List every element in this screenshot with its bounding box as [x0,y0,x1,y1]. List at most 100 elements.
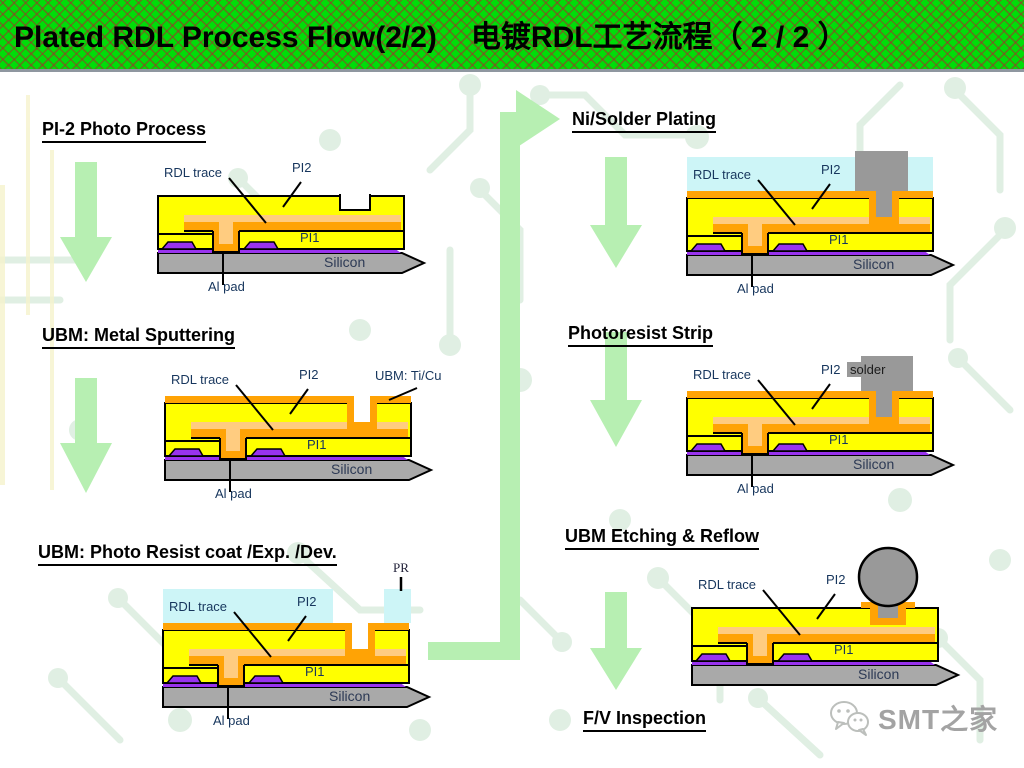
ubm-layer [687,391,933,398]
step-heading-photoresist-coat: UBM: Photo Resist coat /Exp. /Dev. [38,542,337,566]
ubm-layer [163,623,409,630]
rdl-via-outline [212,231,240,253]
silicon-layer [162,686,432,708]
rdl-via-dip-inner [224,656,238,678]
arrow-down-left-1 [60,162,112,282]
rdl-trace-layer [713,424,930,432]
watermark: SMT之家 [828,698,998,738]
photoresist-right [908,157,933,191]
cross-section-pr-coat [162,577,432,719]
cross-section-pr-strip [686,356,956,487]
label-rdl-trace: RDL trace [169,599,228,614]
label-silicon: Silicon [331,461,373,477]
rdl-trace-layer [189,656,406,664]
label-rdl-trace: RDL trace [698,577,757,592]
rdl-trace-top [184,215,401,222]
watermark-text: SMT之家 [878,704,999,735]
photoresist-right [384,589,411,623]
al-pad-mid [242,241,280,250]
arrow-elbow-head [516,90,560,148]
label-rdl-trace: RDL trace [693,167,752,182]
solder-block [855,151,908,191]
label-pi1: PI1 [829,432,849,447]
label-silicon: Silicon [329,688,371,704]
label-silicon: Silicon [858,666,900,682]
label-pi2: PI2 [297,594,317,609]
al-pad-left [694,653,732,662]
rdl-trace-layer [191,429,408,437]
label-pi1: PI1 [307,437,327,452]
arrow-down-right-3 [590,592,642,690]
label-pi1: PI1 [829,232,849,247]
arrow-elbow-up-right [428,112,520,660]
pi2-leader-line [289,388,309,415]
cross-section-plating [686,151,956,287]
diagram-ubm-etching-reflow: RDL trace PI2 PI1 Silicon [690,539,990,709]
rdl-trace-top [713,417,930,424]
label-pi1: PI1 [300,230,320,245]
rdl-trace-top [713,217,930,224]
silicon-layer [157,252,427,274]
title-bar: Plated RDL Process Flow(2/2)电镀RDL工艺流程（ 2… [0,0,1024,72]
silicon-layer [164,459,434,481]
label-ubm-ticu: UBM: Ti/Cu [375,368,442,383]
al-pad-left [165,675,203,684]
rdl-trace-layer [713,224,930,232]
label-rdl-trace: RDL trace [171,372,230,387]
rdl-leader-line [762,589,801,636]
ubm-cup-wing-left [861,602,871,608]
label-pi2: PI2 [821,362,841,377]
pi2-via-notch-outline [339,194,371,211]
rdl-trace-top [718,627,935,634]
rdl-leader-line [228,177,267,224]
flow-arrows [60,90,642,690]
step-heading-pi2-photo-process: PI-2 Photo Process [42,119,207,143]
diagram-photoresist-coat: RDL trace PI2 PR PI1 Silicon Al pad [161,560,461,731]
silicon-layer [686,254,956,276]
al-pad-mid [771,243,809,252]
al-pad-mid [249,448,287,457]
pi2-leader-line [282,181,302,208]
photoresist-left [687,157,855,191]
arrow-down-right-2 [590,332,642,447]
wechat-icon [830,701,869,736]
label-rdl-trace: RDL trace [693,367,752,382]
rdl-via-outline [217,665,245,687]
arrow-down-left-2 [60,378,112,493]
rdl-via-outline [741,233,769,255]
ubm-cup-wing-right [905,602,915,608]
step-heading-photoresist-strip: Photoresist Strip [568,323,714,347]
al-pad-left [160,241,198,250]
label-al-pad: Al pad [737,481,774,496]
rdl-via-dip-inner [748,424,762,446]
ubm-via-opening [352,623,368,649]
diagram-metal-sputtering: RDL trace PI2 UBM: Ti/Cu PI1 Silicon Al … [163,334,463,504]
ubm-leader-line [388,387,418,401]
ubm-via-opening [354,396,370,422]
step-heading-ubm-etching-reflow: UBM Etching & Reflow [565,526,759,550]
label-pi2: PI2 [299,367,319,382]
label-al-pad: Al pad [737,281,774,296]
cross-section-reflow [691,546,961,686]
label-pi2: PI2 [826,572,846,587]
label-al-pad: Al pad [213,713,250,728]
rdl-leader-line [235,384,274,431]
pi2-leader-line [811,183,831,210]
solder-ball [857,546,919,608]
rdl-via-dip-inner [219,222,233,244]
cross-section-pi2-photo [157,177,427,285]
arrow-down-right-1 [590,157,642,268]
cross-section-sputtering [164,384,434,492]
solder-stem [876,191,892,217]
al-pad-left [167,448,205,457]
rdl-via-outline [746,643,774,665]
rdl-via-outline [219,438,247,460]
ubm-layer [687,191,933,198]
pi2-leader-line [287,615,307,642]
label-pr: PR [393,560,409,575]
label-solder: solder [847,362,889,377]
rdl-leader-line [757,379,796,426]
page-title: Plated RDL Process Flow(2/2)电镀RDL工艺流程（ 2… [14,12,848,56]
label-al-pad: Al pad [215,486,252,501]
label-pi1: PI1 [834,642,854,657]
